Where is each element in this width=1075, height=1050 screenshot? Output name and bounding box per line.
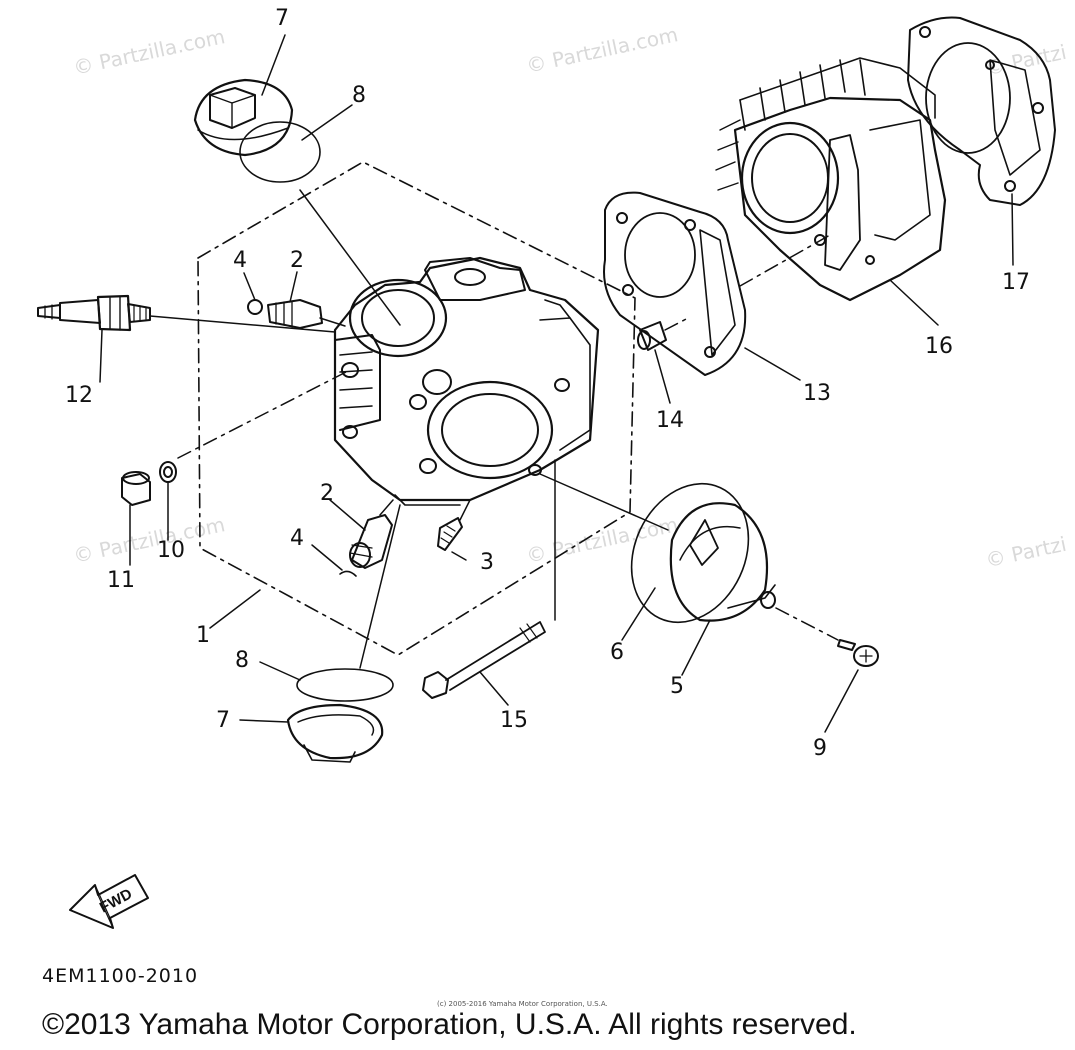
tappet-cover-bottom (286, 703, 384, 763)
callout-3: 3 (480, 550, 494, 575)
callout-12: 12 (65, 383, 93, 408)
callout-8-top: 8 (352, 83, 366, 108)
callout-6: 6 (610, 640, 624, 665)
callout-7-bottom: 7 (216, 708, 230, 733)
callout-7-top: 7 (275, 6, 289, 31)
o-ring-top (239, 121, 321, 183)
long-bolt (422, 621, 546, 699)
screw (837, 639, 879, 667)
valve-guide-top (247, 299, 323, 329)
fwd-label: FWD (97, 885, 135, 916)
callout-4-bottom: 4 (290, 526, 304, 551)
forward-arrow: FWD (69, 874, 149, 929)
callout-17: 17 (1002, 270, 1030, 295)
callout-9: 9 (813, 736, 827, 761)
cylinder-block (715, 57, 947, 302)
callout-16: 16 (925, 334, 953, 359)
callout-2-bottom: 2 (320, 481, 334, 506)
spark-plug (37, 294, 151, 332)
callout-10: 10 (157, 538, 185, 563)
callout-11: 11 (107, 568, 135, 593)
top-gasket (907, 16, 1056, 206)
callout-2-top: 2 (290, 248, 304, 273)
copyright-notice: ©2013 Yamaha Motor Corporation, U.S.A. A… (42, 1008, 857, 1041)
callout-14: 14 (656, 408, 684, 433)
head-gasket (603, 191, 747, 376)
callout-13: 13 (803, 381, 831, 406)
callout-8-bottom: 8 (235, 648, 249, 673)
tappet-cover-top (193, 78, 294, 157)
side-cover (630, 482, 776, 624)
dowel-pin (637, 321, 667, 351)
callout-5: 5 (670, 674, 684, 699)
assembly-outline (197, 161, 636, 656)
valve-guide-bottom (339, 514, 393, 577)
callout-4-top: 4 (233, 248, 247, 273)
callout-leaders (99, 34, 1014, 733)
o-ring-bottom (296, 668, 394, 702)
small-copyright: (c) 2005-2016 Yamaha Motor Corporation, … (437, 1000, 608, 1008)
callout-15: 15 (500, 708, 528, 733)
callout-1: 1 (196, 623, 210, 648)
cylinder-head (333, 256, 600, 506)
document-code: 4EM1100-2010 (42, 965, 199, 987)
stud-bolt (437, 517, 463, 551)
